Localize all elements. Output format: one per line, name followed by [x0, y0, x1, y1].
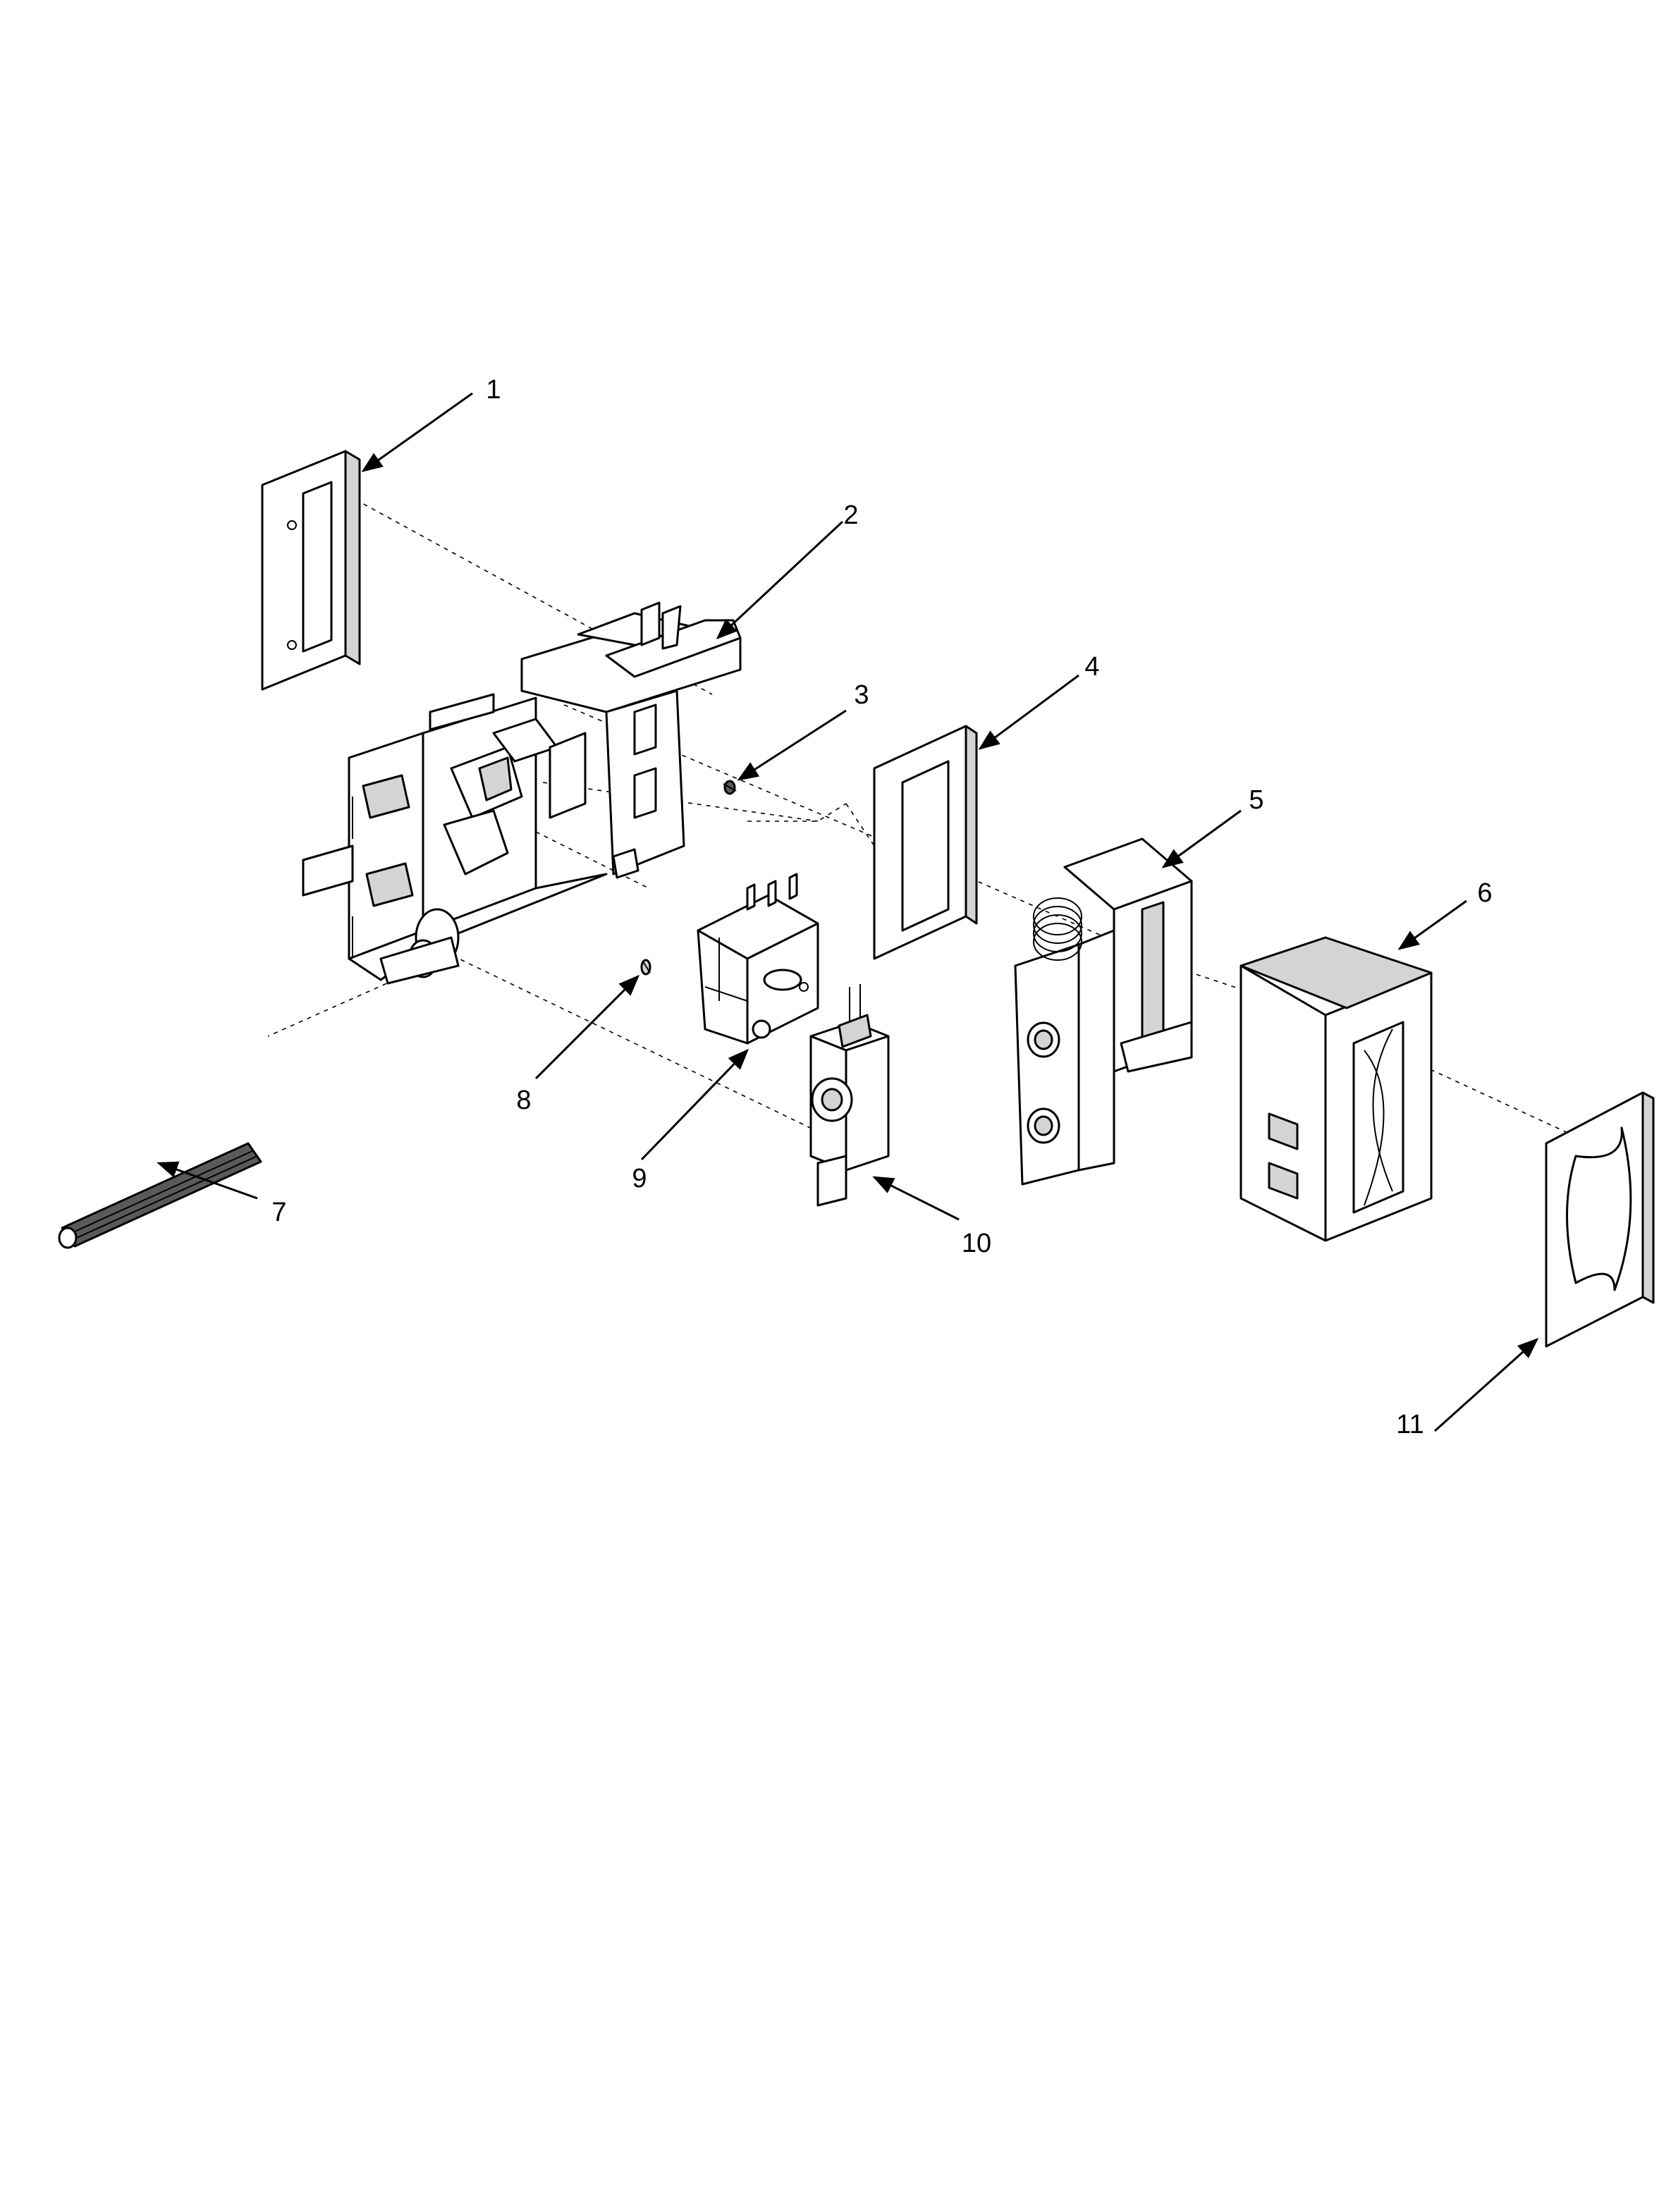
callout-5: 5: [1249, 785, 1263, 815]
callout-7: 7: [271, 1198, 286, 1227]
callout-1: 1: [486, 375, 501, 405]
callout-10: 10: [962, 1229, 991, 1258]
callout-2: 2: [843, 500, 858, 530]
part-8-pin[interactable]: [640, 959, 651, 976]
callout-8: 8: [516, 1086, 531, 1115]
part-3-screw[interactable]: [723, 780, 737, 795]
part-10-control-switch[interactable]: [809, 984, 890, 1207]
callout-3: 3: [854, 680, 869, 710]
callout-labels: 1 2 3 4 5 6 7 8 9 10 11: [271, 375, 1492, 1439]
part-2-housing[interactable]: [302, 601, 742, 985]
part-11-gasket[interactable]: [1545, 1091, 1655, 1348]
part-7-shaft[interactable]: [58, 1142, 262, 1249]
callout-11: 11: [1396, 1410, 1424, 1439]
callout-leaders: [157, 392, 1539, 1432]
part-4-gasket[interactable]: [873, 725, 978, 960]
part-1-gasket[interactable]: [261, 450, 361, 691]
callout-6: 6: [1477, 878, 1492, 908]
callout-9: 9: [632, 1164, 647, 1193]
part-9-timer[interactable]: [697, 873, 819, 1045]
part-6-bezel-housing[interactable]: [1239, 936, 1433, 1242]
part-5-thermostat-assembly[interactable]: [1014, 837, 1193, 1186]
callout-4: 4: [1084, 652, 1099, 682]
